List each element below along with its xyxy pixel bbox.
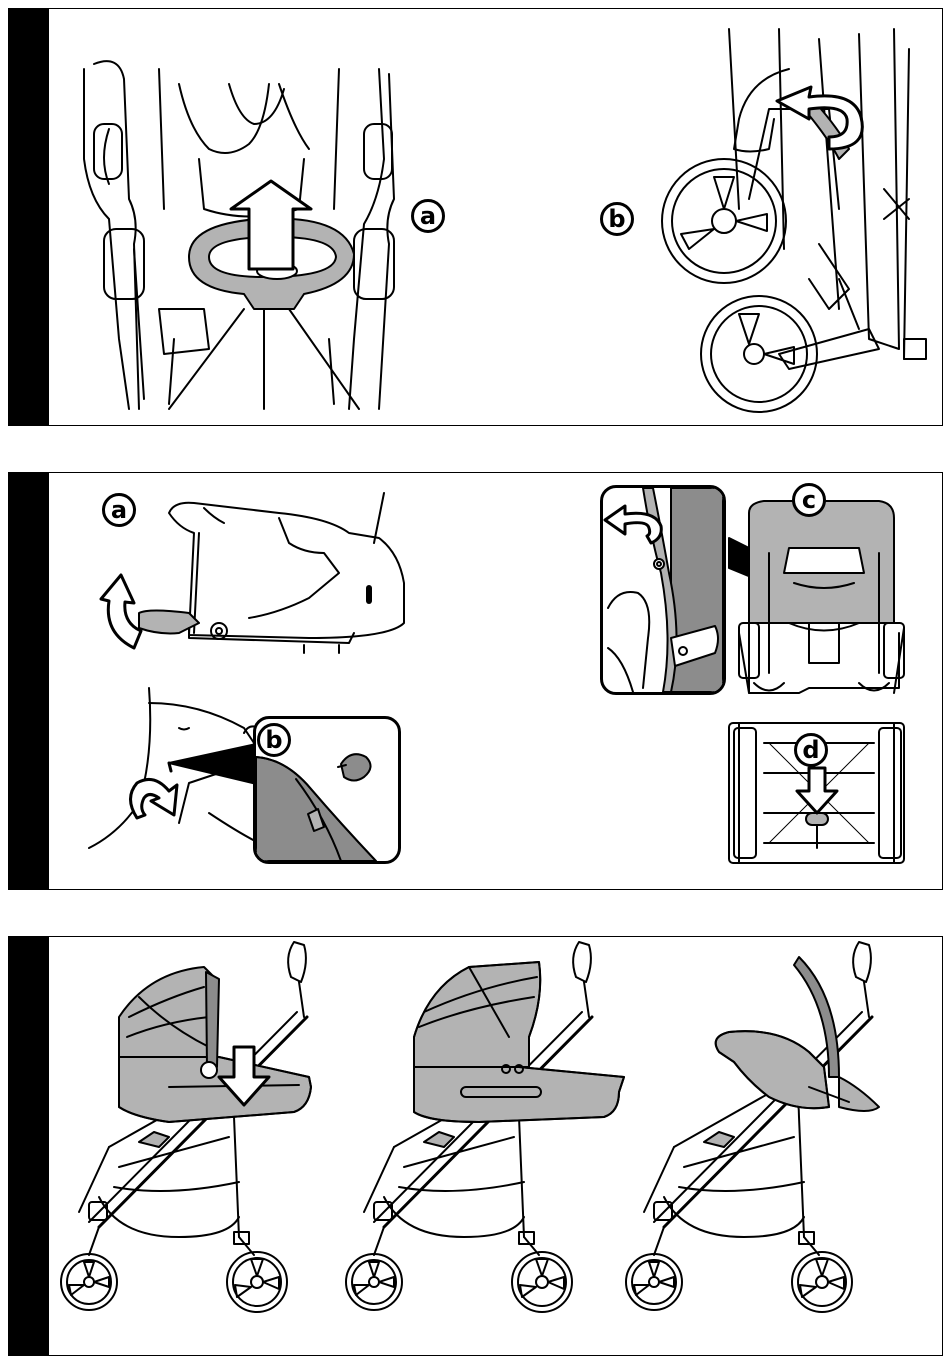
panel-1: a b — [8, 8, 943, 426]
panel-1-sidebar — [9, 9, 49, 425]
label-b: b — [600, 202, 634, 236]
panel-2-illustration — [49, 473, 942, 889]
label-d: d — [794, 733, 828, 767]
label-c: c — [792, 483, 826, 517]
rotate-arrow-icon — [101, 575, 141, 648]
label-b: b — [257, 723, 291, 757]
panel-3 — [8, 936, 943, 1356]
seat-frame-back-view — [739, 501, 904, 693]
zoom-pointer — [169, 743, 261, 785]
panel-2: a b c d — [8, 472, 943, 890]
stroller-with-car-seat — [626, 942, 879, 1312]
panel-2-sidebar — [9, 473, 49, 889]
detail-inset-c — [600, 485, 726, 695]
label-a: a — [411, 199, 445, 233]
panel-1-illustration — [49, 9, 942, 425]
bassinet-base-side-view — [139, 493, 404, 653]
stroller-with-carrycot-hood — [346, 942, 624, 1312]
panel-3-illustration — [49, 937, 942, 1355]
arrow-down-icon — [797, 768, 837, 813]
rotate-arrow-icon — [777, 87, 862, 159]
label-a: a — [102, 493, 136, 527]
stroller-with-carrycot — [61, 942, 311, 1312]
rotate-arrow-icon — [131, 779, 178, 818]
panel-3-sidebar — [9, 937, 49, 1355]
folded-stroller-side-view — [662, 29, 926, 412]
